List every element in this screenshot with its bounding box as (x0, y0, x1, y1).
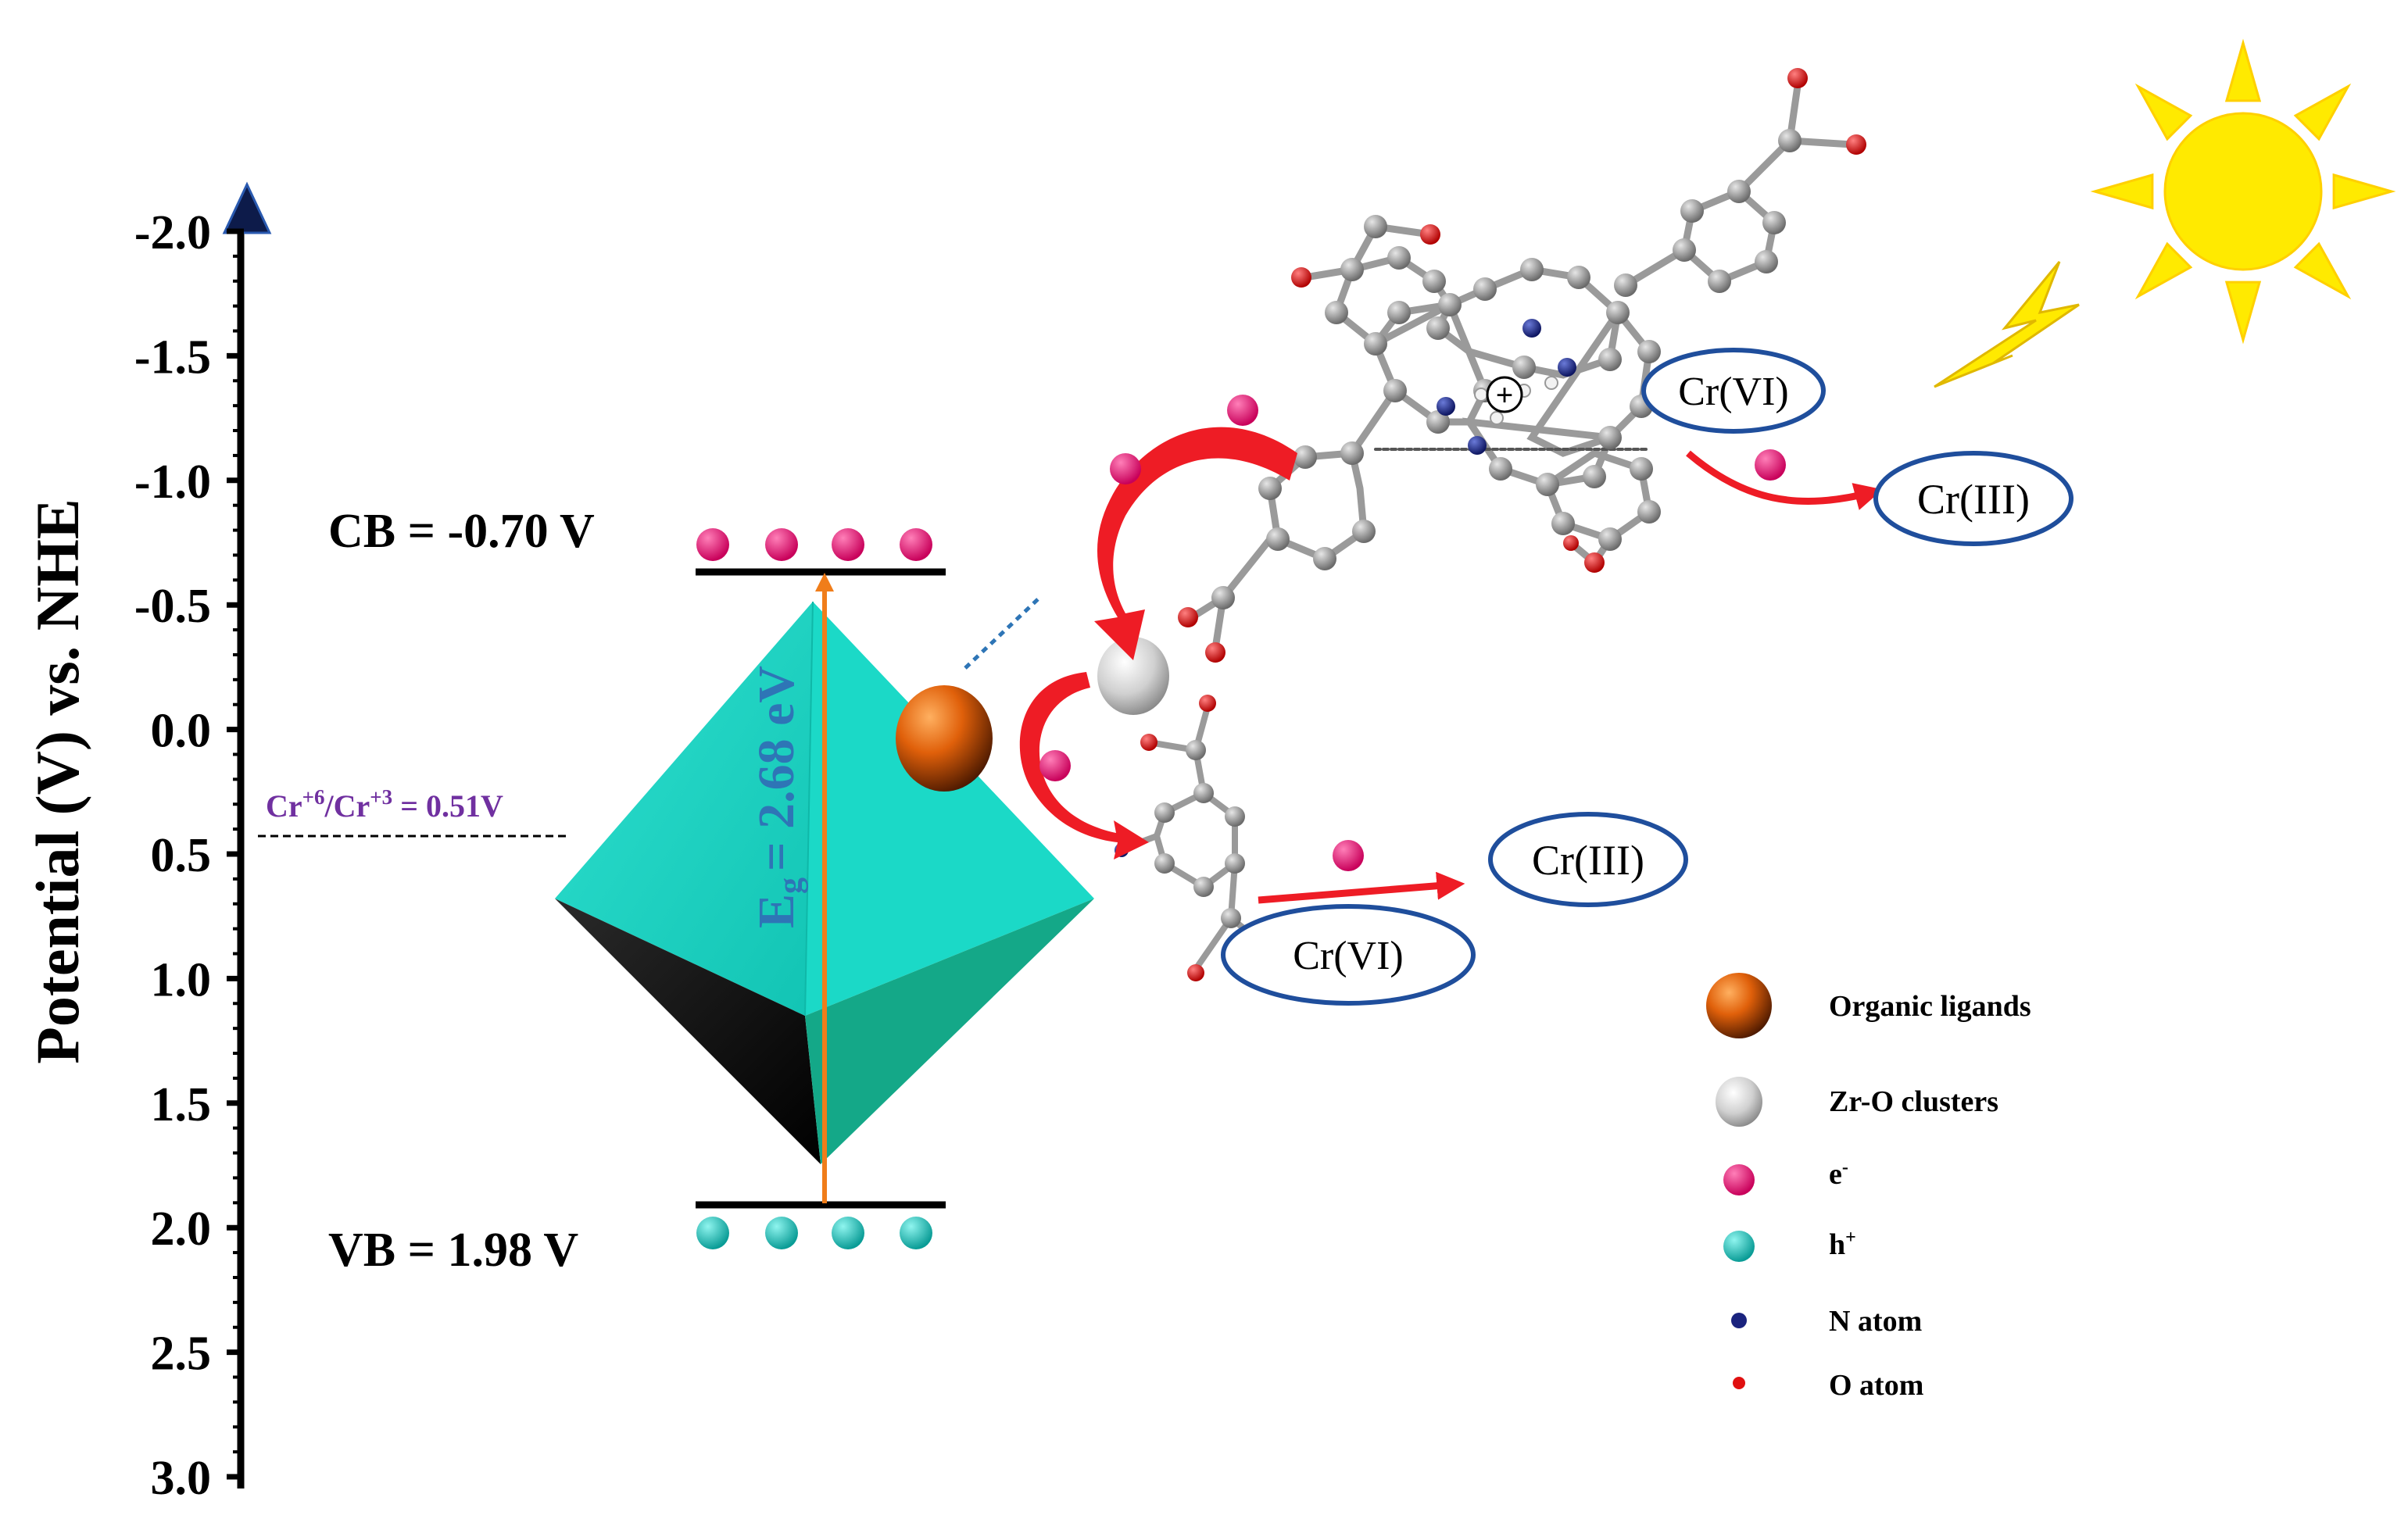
svg-text:Cr(III): Cr(III) (1917, 476, 2030, 523)
legend-electron: e- (1829, 1157, 1848, 1191)
axis-tick-label: -1.0 (134, 456, 211, 509)
light-bolt-icon (1934, 261, 2080, 388)
electron-floating (1039, 750, 1071, 781)
axis-tick-label: -0.5 (134, 580, 211, 633)
axis-tick-label: 1.5 (151, 1078, 212, 1131)
connection-dotted-line (964, 596, 1041, 670)
chromium-species: Cr(VI) Cr(III) Cr(III) Cr(VI) (1221, 348, 2073, 1006)
svg-text:Cr(III): Cr(III) (1532, 837, 1644, 884)
sun-ray (2332, 173, 2396, 210)
mof-components (896, 596, 1169, 792)
octahedron-face-upper-right (805, 602, 1094, 1016)
electron-floating (1333, 840, 1364, 871)
electron-floating (1755, 449, 1786, 481)
legend-organic-ligand-icon (1706, 973, 1772, 1038)
arrow-top-reduction (1686, 450, 1883, 510)
sun-ray (2090, 173, 2154, 210)
electron-floating (1227, 395, 1258, 426)
vb-hole (832, 1217, 864, 1249)
band-structure: CB = -0.70 V VB = 1.98 V Eg= 2.68 eV (328, 505, 946, 1277)
sun-ray (2224, 38, 2262, 102)
legend-o-atom-icon (1733, 1377, 1745, 1389)
axis-tick-label: 3.0 (151, 1452, 212, 1505)
octahedron-face-lower-right (805, 899, 1094, 1164)
axis-tick-label: 2.0 (151, 1203, 212, 1256)
legend-zr-o-icon (1716, 1077, 1762, 1127)
porphyrin-center-charge (1486, 376, 1523, 413)
electron-floating (1110, 453, 1141, 484)
axis-tick-label: -2.0 (134, 206, 211, 259)
octahedron-face-upper-left (555, 602, 813, 1016)
redox-potential: Cr+6/Cr+3 = 0.51V (258, 785, 571, 838)
axis-tick-labels: -2.0 -1.5 -1.0 -0.5 0.0 0.5 1.0 1.5 2.0 2.5 3.0 (134, 206, 211, 1505)
vb-holes (696, 1217, 932, 1249)
arrow-cluster-to-linker (1019, 672, 1149, 859)
organic-ligand-sphere (896, 685, 993, 792)
band-gap-label: Eg= 2.68 eV (748, 666, 809, 928)
legend-n-atom-icon (1731, 1313, 1747, 1328)
cb-electron (696, 528, 729, 561)
axis-tick-label: 1.0 (151, 953, 212, 1006)
electron-transfer-arrows (1019, 427, 1297, 859)
sun-ray (2293, 83, 2352, 141)
zr-o-cluster-sphere (1097, 637, 1169, 715)
axis-tick-label: 0.0 (151, 705, 212, 758)
sun-ray (2224, 281, 2262, 345)
legend-electron-icon (1723, 1164, 1755, 1195)
axis-tick-label: 2.5 (151, 1328, 212, 1381)
legend-hole: h+ (1829, 1228, 1856, 1261)
sun-ray (2134, 241, 2193, 300)
svg-text:Cr(VI): Cr(VI) (1293, 934, 1404, 978)
vb-label: VB = 1.98 V (328, 1224, 578, 1277)
cb-electron (832, 528, 864, 561)
octahedron-crystal (555, 601, 1094, 1164)
legend-n-atom: N atom (1829, 1305, 1922, 1338)
axis-title: Potential (V) vs. NHE (23, 499, 91, 1064)
octahedron-face-lower-left (555, 899, 821, 1164)
bottom-cr-vi: Cr(VI) (1221, 904, 1476, 1006)
top-cr-vi: Cr(VI) (1641, 348, 1826, 434)
vb-hole (900, 1217, 932, 1249)
porphyrin-molecule: + (1178, 68, 1866, 663)
potential-axis: -2.0 -1.5 -1.0 -0.5 0.0 0.5 1.0 1.5 2.0 2.5 3.0 Po… (23, 181, 272, 1505)
sun-ray (2134, 83, 2193, 141)
vb-hole (696, 1217, 729, 1249)
legend-hole-icon (1723, 1231, 1755, 1262)
cb-electron (765, 528, 798, 561)
legend-zr-o-clusters: Zr-O clusters (1829, 1085, 1998, 1118)
axis-tick-label: 0.5 (151, 829, 212, 882)
top-cr-iii: Cr(III) (1873, 451, 2073, 546)
legend-o-atom: O atom (1829, 1369, 1923, 1402)
bottom-cr-iii: Cr(III) (1488, 812, 1688, 907)
floating-electrons (1039, 395, 1786, 871)
porphyrin-center-symbol: + (1496, 377, 1514, 413)
axis-ticks (227, 228, 244, 1480)
svg-text:Cr(VI): Cr(VI) (1678, 370, 1789, 414)
arrow-bottom-reduction (1258, 871, 1465, 904)
legend: Organic ligands Zr-O clusters e- h+ N at… (1706, 973, 2031, 1402)
redox-label: Cr+6/Cr+3 = 0.51V (266, 785, 503, 824)
reduction-arrows (1258, 450, 1883, 904)
sun-ray (2293, 241, 2352, 300)
sun-icon (2090, 38, 2396, 345)
axis-arrowhead (222, 181, 272, 234)
legend-organic-ligands: Organic ligands (1829, 990, 2031, 1023)
cb-electrons (696, 528, 932, 561)
vb-hole (765, 1217, 798, 1249)
cb-electron (900, 528, 932, 561)
axis-tick-label: -1.5 (134, 331, 211, 384)
cb-label: CB = -0.70 V (328, 505, 595, 558)
arrow-ligand-to-cluster (1094, 427, 1297, 660)
